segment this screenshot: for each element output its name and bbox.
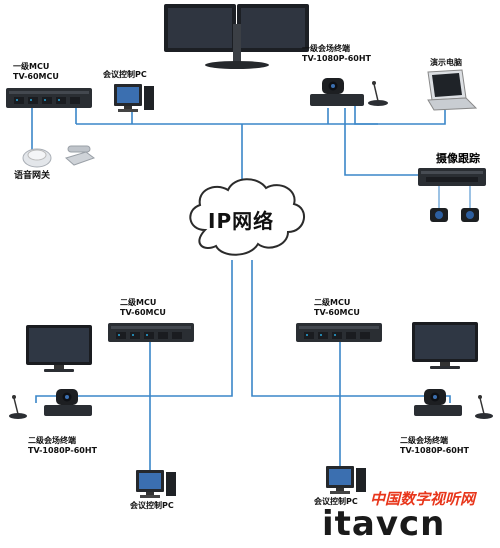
demo-pc-label: 演示电脑 [430, 58, 462, 67]
terminal-level1-label-line1: 一级会场终端 [302, 44, 350, 53]
mcu-level2-left-device [108, 323, 194, 342]
link-cloud-to-left-mcu2 [150, 260, 233, 397]
tracking-camera-2 [461, 208, 479, 222]
dual-monitor-icon [164, 4, 309, 69]
ip-network-cloud [189, 178, 305, 256]
terminal-level2-left-device [9, 389, 92, 419]
link-right-mcu2-to-terminal [340, 395, 451, 403]
voice-gateway-icon [22, 145, 96, 168]
terminal-level2-right-device [414, 389, 493, 419]
link-left-mcu2-to-terminal [35, 395, 150, 403]
control-pc-bottom-left-icon [136, 470, 176, 498]
mcu-level2-right-label-line1: 二级MCU [314, 298, 351, 307]
control-pc-top-icon [114, 84, 154, 112]
terminal-level2-left-label-line2: TV-1080P-60HT [28, 446, 97, 455]
voice-gateway-label: 语音网关 [14, 171, 51, 181]
mcu-level2-left-label-line1: 二级MCU [120, 298, 157, 307]
camera-tracking-label: 摄像跟踪 [436, 152, 480, 165]
terminal-level2-right-label-line2: TV-1080P-60HT [400, 446, 469, 455]
mcu-level2-left-label-line2: TV-60MCU [120, 308, 166, 317]
tv-left-icon [26, 325, 92, 372]
link-terminal1-to-demo-pc [354, 104, 446, 125]
watermark-line1: 中国数字视听网 [370, 490, 476, 508]
control-pc-bottom-right-label: 会议控制PC [314, 497, 358, 506]
tv-right-icon [412, 322, 478, 369]
link-cloud-to-right-mcu2 [251, 260, 340, 397]
mcu-level1-label-line2: TV-60MCU [13, 72, 59, 81]
demo-pc-laptop-icon [427, 69, 478, 111]
terminal-level2-left-label-line1: 二级会场终端 [28, 436, 76, 445]
terminal-level2-right-label-line1: 二级会场终端 [400, 436, 448, 445]
connection-lines [31, 104, 451, 470]
control-pc-bottom-right-icon [326, 466, 366, 494]
mcu-level2-right-device [296, 323, 382, 342]
mcu-level1-device [6, 88, 92, 108]
terminal-level1-label-line2: TV-1080P-60HT [302, 54, 371, 63]
mcu-level2-right-label-line2: TV-60MCU [314, 308, 360, 317]
tracking-camera-1 [430, 208, 448, 222]
control-pc-bottom-left-label: 会议控制PC [130, 501, 174, 510]
camera-tracking-device [418, 168, 486, 222]
link-terminal1-to-camera-tracking [344, 108, 418, 176]
terminal-level1-device [310, 78, 388, 106]
mcu-level1-label-line1: 一级MCU [13, 62, 50, 71]
watermark-line2: itavcn [322, 504, 446, 544]
control-pc-top-label: 会议控制PC [103, 70, 147, 79]
ip-network-label: IP网络 [208, 209, 275, 233]
